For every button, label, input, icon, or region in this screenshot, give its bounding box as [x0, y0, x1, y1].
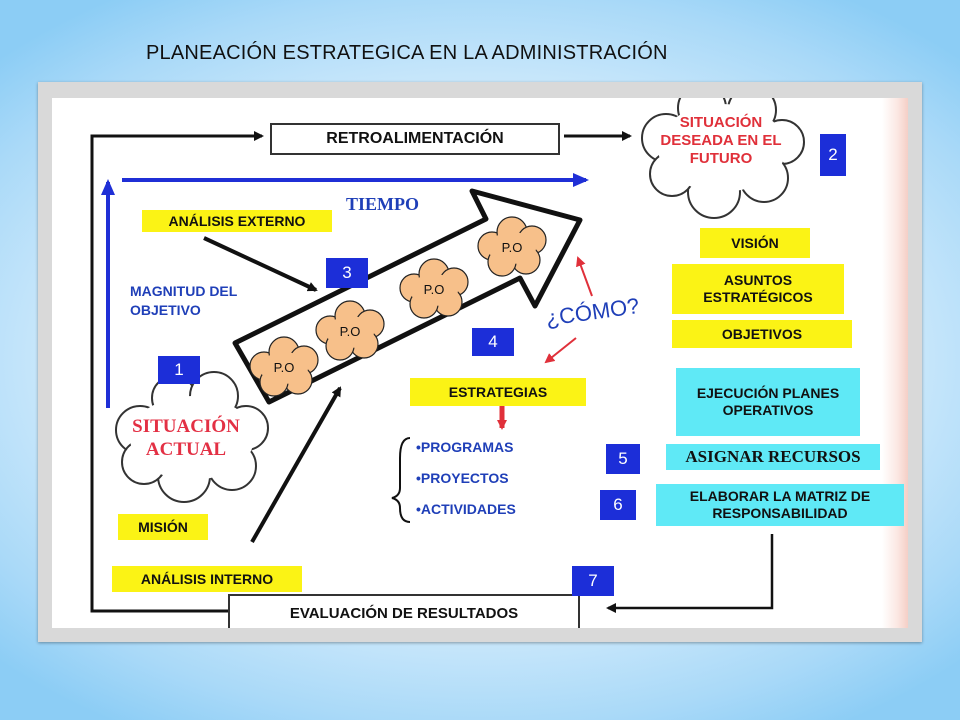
tactic-item-actividades: •ACTIVIDADES	[416, 501, 516, 517]
diagram-lines	[90, 98, 805, 613]
como-up-arrow	[576, 256, 593, 297]
ejecucion-planes-label: EJECUCIÓN PLANES OPERATIVOS	[676, 368, 860, 436]
analisis-externo-label: ANÁLISIS EXTERNO	[142, 210, 332, 232]
po-cloud-4	[477, 216, 547, 277]
magnitud-objetivo-label: MAGNITUD DEL OBJETIVO	[130, 283, 238, 318]
elaborar-matriz-label: ELABORAR LA MATRIZ DE RESPONSABILIDAD	[656, 484, 904, 526]
step-number-5: 5	[606, 444, 640, 474]
po-cloud-2	[315, 300, 385, 361]
po-label-4: P.O	[501, 240, 523, 256]
canvas-right-edge	[882, 98, 908, 628]
como-down-arrow	[544, 337, 577, 364]
objetivos-label: OBJETIVOS	[672, 320, 852, 348]
situacion-deseada-label: SITUACIÓN DESEADA EN EL FUTURO	[660, 114, 782, 167]
evaluacion-resultados-box: EVALUACIÓN DE RESULTADOS	[228, 594, 580, 628]
situacion-deseada-cloud	[641, 98, 805, 219]
mision-label: MISIÓN	[118, 514, 208, 540]
analisis-interno-label: ANÁLISIS INTERNO	[112, 566, 302, 592]
tactics-list: •PROGRAMAS •PROYECTOS •ACTIVIDADES	[416, 432, 516, 525]
po-label-2: P.O	[339, 324, 361, 340]
step-number-6: 6	[600, 490, 636, 520]
externo-input-arrow	[203, 236, 318, 292]
execution-down-line	[606, 534, 774, 613]
page-title: PLANEACIÓN ESTRATEGICA EN LA ADMINISTRAC…	[146, 42, 668, 64]
po-label-1: P.O	[273, 360, 295, 376]
tactic-item-proyectos: •PROYECTOS	[416, 470, 509, 486]
step-number-2: 2	[820, 134, 846, 176]
step-number-4: 4	[472, 328, 514, 356]
retroalimentacion-box: RETROALIMENTACIÓN	[270, 123, 560, 155]
situacion-actual-cloud	[115, 371, 269, 503]
po-cloud-3	[399, 258, 469, 319]
tactics-brace	[391, 437, 411, 523]
tactic-item-programas: •PROGRAMAS	[416, 439, 514, 455]
diagram-canvas: RETROALIMENTACIÓN TIEMPO ANÁLISIS EXTERN…	[52, 98, 908, 628]
tiempo-label: TIEMPO	[346, 194, 420, 214]
estrategias-label: ESTRATEGIAS	[410, 378, 586, 406]
interno-input-arrow	[250, 386, 342, 543]
step-number-7: 7	[572, 566, 614, 596]
step-number-1: 1	[158, 356, 200, 384]
feedback-loop-line	[90, 131, 264, 613]
po-cloud-1	[249, 336, 319, 397]
step-number-3: 3	[326, 258, 368, 288]
vision-label: VISIÓN	[700, 228, 810, 258]
po-label-3: P.O	[423, 282, 445, 298]
situacion-actual-label: SITUACIÓN ACTUAL	[132, 416, 240, 460]
asuntos-estrategicos-label: ASUNTOS ESTRATÉGICOS	[672, 264, 844, 314]
asignar-recursos-label: ASIGNAR RECURSOS	[666, 444, 880, 470]
